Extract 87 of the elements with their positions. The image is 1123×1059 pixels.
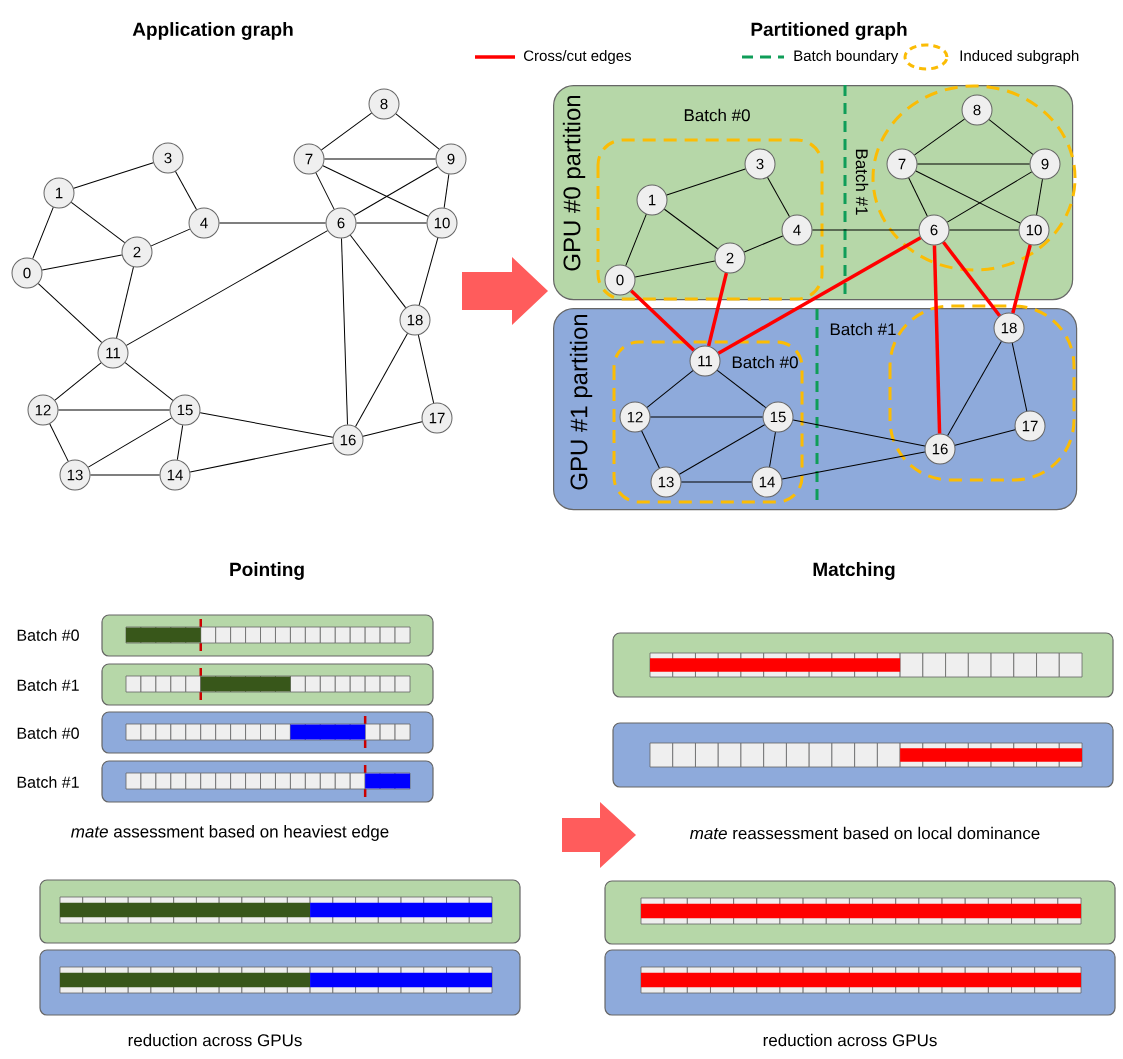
caption-text: reduction across GPUs [128,1033,302,1047]
section-title: Pointing [230,562,304,580]
graph-edge [176,424,184,461]
graph-edge [769,431,776,468]
graph-edge [947,340,1002,437]
graph-edge [706,272,729,347]
graph-edge [70,201,126,244]
graph-edge [116,266,134,339]
graph-edge [32,206,54,260]
batch-label: Batch #1 [17,776,79,788]
graph-edge [781,451,926,480]
batch-label: Batch #0 [17,727,79,739]
graph-edge [175,171,197,210]
graph-edge [1011,342,1028,412]
graph-edge [678,424,766,475]
graph-edge [915,170,1021,224]
graph-edge [717,236,922,355]
graph-edge [125,230,329,346]
batch-label: Batch #1 [830,322,896,336]
graph-edge [58,409,170,411]
graph-edge [37,283,103,343]
graph-edge [716,369,767,409]
graph-edge [666,168,746,196]
graph-edge [949,229,1019,231]
batch-label: Batch #0 [684,108,750,122]
graph-edge [646,370,694,408]
graph-edge [641,430,660,469]
graph-edge [353,166,439,216]
graph-edge [634,260,716,278]
graph-edge [418,237,439,306]
panel-title: Partitioned graph [751,22,907,40]
caption-text: mate reassessment based on local dominance [690,826,1040,840]
graph-edge [41,254,123,271]
graph-edge [1036,178,1043,216]
graph-edge [812,229,919,231]
legend-text: Batch boundary [794,50,899,64]
graph-edge [946,171,1033,223]
batch-label: Batch #1 [17,679,79,691]
graph-edge [356,222,427,224]
caption-text: reduction across GPUs [763,1033,937,1047]
graph-edge [443,173,450,209]
batch-label: Batch #0 [732,355,798,369]
graph-edge [355,333,408,427]
partition-label: GPU #0 partition [562,95,586,271]
graph-edge [417,334,435,404]
batch-label: Batch #1 [855,149,869,215]
graph-edge [743,235,784,253]
legend-text: Induced subgraph [960,50,1079,64]
legend-text: Cross/cut edges [524,50,631,64]
panel-title: Application graph [132,22,293,40]
graph-edge [954,429,1016,446]
graph-edge [395,113,440,150]
graph-edge [767,177,790,217]
graph-edge [341,238,348,425]
graph-edge [324,158,436,160]
graph-edge [54,362,102,401]
section-title: Matching [813,562,895,580]
graph-edge [87,417,173,468]
partition-label: GPU #1 partition [569,314,593,490]
graph-edge [321,112,372,151]
graph-edge [315,172,335,210]
graph-edge [663,208,719,250]
caption-text: mate assessment based on heaviest edge [71,825,389,841]
graph-edge [73,162,154,189]
graph-edge [942,241,1001,317]
graph-edge [362,421,423,437]
graph-edge [625,213,647,267]
graph-edge [908,177,928,217]
graph-edge [917,163,1030,165]
batch-label: Batch #0 [17,629,79,641]
graph-edge [681,481,752,483]
graph-edge [124,362,174,401]
graph-edge [150,228,191,247]
graph-edge [932,245,942,434]
graph-edge [792,419,926,447]
graph-edge [630,289,695,352]
graph-edge [914,118,965,156]
graph-edge [650,416,763,418]
graph-edge [349,234,407,309]
graph-edge [49,423,69,462]
graph-edge [199,412,334,438]
graph-edge [988,119,1034,155]
graph-edge [90,474,160,476]
graph-edge [1011,244,1032,314]
graph-edge [189,442,334,473]
graph-edge [322,165,429,217]
graph-edge [219,222,326,224]
